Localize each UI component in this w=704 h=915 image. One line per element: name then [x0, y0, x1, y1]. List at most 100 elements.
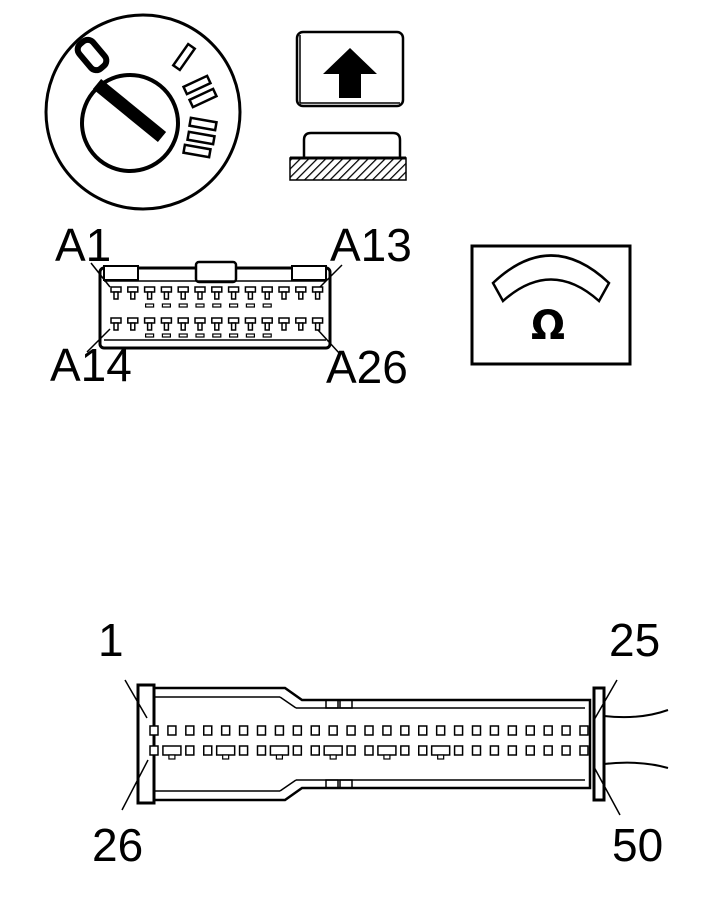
pin — [185, 745, 195, 756]
pin — [274, 725, 285, 736]
pin — [382, 725, 392, 736]
terminal — [227, 286, 240, 300]
pin — [346, 725, 356, 736]
slot — [145, 303, 155, 308]
terminal — [311, 317, 324, 331]
pin — [400, 745, 410, 756]
pin — [292, 745, 303, 756]
position-0-marker — [74, 36, 110, 74]
terminal — [143, 317, 156, 331]
pin-label-26: 26 — [92, 819, 144, 871]
pin — [346, 745, 356, 756]
terminal — [211, 286, 223, 300]
position-3-marker — [182, 116, 218, 159]
terminal — [160, 317, 173, 331]
pin — [453, 725, 464, 736]
pin-wide — [162, 745, 182, 756]
terminal — [177, 286, 189, 300]
pin — [543, 745, 553, 756]
pin — [203, 725, 213, 736]
pin — [561, 745, 571, 756]
pin-label-a26: A26 — [326, 341, 408, 393]
terminal — [177, 317, 189, 331]
pin-label-a13: A13 — [330, 219, 412, 271]
position-1-marker — [171, 42, 197, 72]
pin — [220, 725, 231, 736]
terminal — [143, 286, 156, 300]
slot — [229, 303, 239, 308]
pin — [310, 745, 320, 756]
pin — [525, 725, 535, 736]
pin — [489, 725, 500, 736]
slot — [195, 303, 205, 308]
terminal — [278, 286, 290, 300]
terminal — [110, 286, 122, 300]
slot — [212, 303, 222, 308]
terminal — [261, 286, 273, 300]
ignition-key-icon — [44, 13, 242, 211]
pin — [203, 745, 213, 756]
pin-label-1: 1 — [98, 614, 124, 666]
pin-wide — [215, 745, 236, 756]
terminal — [211, 317, 223, 331]
pin — [149, 745, 159, 756]
pin — [364, 725, 374, 736]
slot — [145, 333, 155, 338]
terminal — [311, 286, 324, 300]
slot — [262, 333, 272, 338]
terminal — [194, 317, 206, 331]
pin — [543, 725, 553, 736]
terminal — [127, 286, 139, 300]
pin-wide — [269, 745, 290, 756]
pin — [561, 725, 571, 736]
pin-wide — [323, 745, 343, 756]
slot — [262, 303, 272, 308]
terminal — [127, 317, 139, 331]
terminal — [261, 317, 273, 331]
terminal — [110, 317, 122, 331]
disconnect-arrow-icon — [289, 30, 407, 181]
pin — [525, 745, 535, 756]
pin — [238, 745, 249, 756]
pin — [167, 725, 177, 736]
terminal — [160, 286, 173, 300]
pin — [471, 725, 482, 736]
pin — [435, 725, 446, 736]
terminal — [227, 317, 240, 331]
slot — [161, 333, 171, 338]
position-2-marker — [181, 74, 219, 109]
slot — [178, 303, 188, 308]
pin-label-a1: A1 — [55, 219, 112, 271]
terminal — [244, 286, 257, 300]
slot — [229, 333, 239, 338]
terminal — [295, 286, 307, 300]
terminal — [244, 317, 257, 331]
slot — [195, 333, 205, 338]
pin-wide — [430, 745, 451, 756]
pin — [238, 725, 249, 736]
connector-b — [121, 679, 669, 816]
pin — [292, 725, 303, 736]
pin-label-a14: A14 — [50, 339, 132, 391]
pin-wide — [377, 745, 397, 756]
pin — [579, 725, 589, 736]
pin — [328, 725, 338, 736]
pin — [256, 745, 267, 756]
pin — [453, 745, 464, 756]
slot — [178, 333, 188, 338]
slot — [212, 333, 222, 338]
pin — [185, 725, 195, 736]
pin — [364, 745, 374, 756]
terminal — [295, 317, 307, 331]
pin — [310, 725, 320, 736]
terminal — [194, 286, 206, 300]
connector-a — [86, 260, 343, 355]
slot — [245, 333, 255, 338]
pin — [149, 725, 159, 736]
terminal — [278, 317, 290, 331]
slot — [245, 303, 255, 308]
pin-label-25: 25 — [609, 614, 661, 666]
pin — [507, 725, 518, 736]
pin-label-50: 50 — [612, 819, 664, 871]
